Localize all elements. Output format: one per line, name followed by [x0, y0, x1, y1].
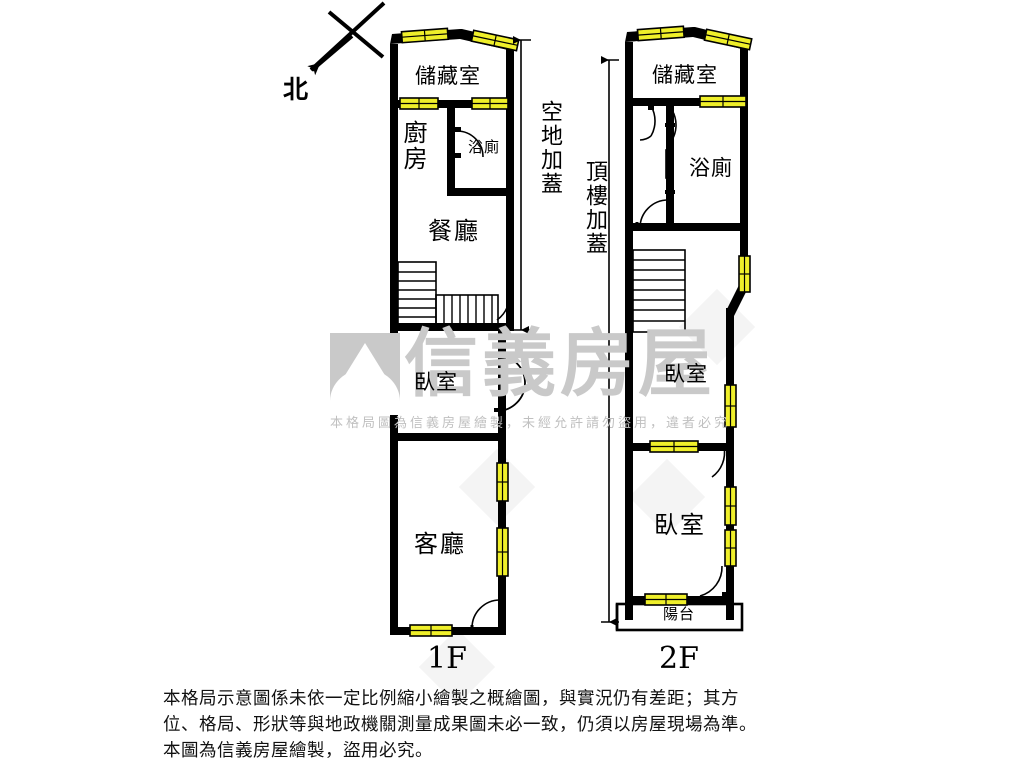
door-1f-dining — [496, 289, 512, 322]
door-2f-bedroom-2 — [711, 443, 729, 478]
floor-2-plan — [601, 25, 753, 632]
staircase-2f — [632, 249, 686, 333]
disclaimer-text: 本格局示意圖係未依一定比例縮小繪製之概繪圖，與實況仍有差距；其方 位、格局、形狀… — [163, 686, 878, 764]
door-1f-bedroom — [494, 352, 526, 412]
dimension-line-1f — [513, 36, 531, 334]
door-2f-balcony — [699, 565, 732, 598]
disclaimer-line-1: 本格局示意圖係未依一定比例縮小繪製之概繪圖，與實況仍有差距；其方 — [163, 689, 739, 709]
disclaimer-line-2: 位、格局、形狀等與地政機關測量成果圖未必一致，仍須以房屋現場為準。 — [163, 715, 757, 735]
staircase-1f — [397, 261, 499, 327]
floor-1-plan — [390, 27, 531, 637]
balcony-outline-2f — [615, 602, 744, 632]
compass-rose — [307, 1, 386, 76]
dimension-line-2f — [601, 56, 619, 626]
door-2f-bathroom — [665, 106, 677, 194]
disclaimer-line-3: 本圖為信義房屋繪製，盜用必究。 — [163, 741, 433, 761]
door-1f-entrance — [470, 599, 501, 632]
door-2f-storage — [639, 104, 656, 141]
windows-2f — [636, 25, 753, 606]
windows-1f — [399, 27, 520, 637]
door-1f-bathroom — [453, 127, 484, 158]
door-2f-hall — [635, 199, 669, 230]
